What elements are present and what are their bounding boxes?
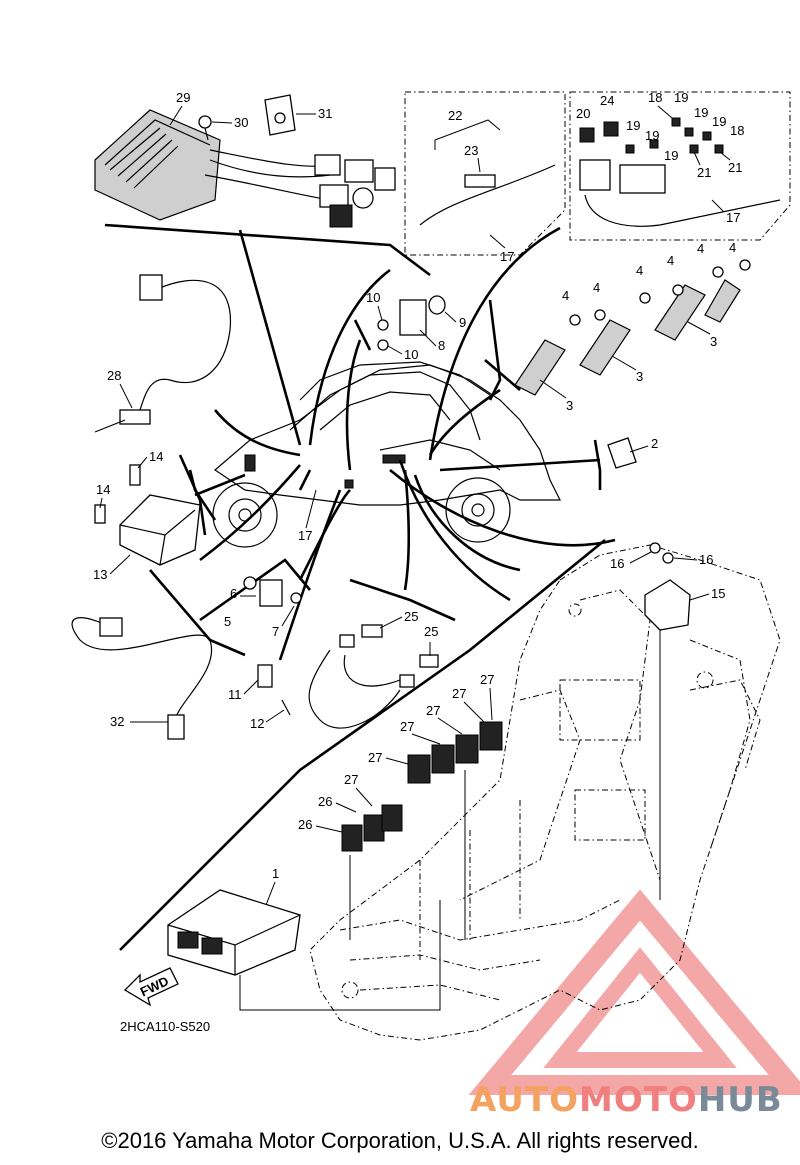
callout-27b: 27 [368,750,382,765]
callout-14b: 14 [96,482,110,497]
callout-4f: 4 [729,240,736,255]
brand-auto: AUTO [470,1080,579,1120]
callout-18a: 18 [648,90,662,105]
vehicle-outline [212,361,561,548]
callout-28: 28 [107,368,121,383]
callout-10b: 10 [404,347,418,362]
forward-arrow: FWD [123,967,179,1007]
callout-21a: 21 [697,165,711,180]
callout-27a: 27 [344,772,358,787]
part-30-bolt [198,115,212,141]
callout-8: 8 [438,338,445,353]
part-31-bracket [264,94,296,136]
callout-31: 31 [318,106,332,121]
callout-4d: 4 [667,253,674,268]
callout-17a: 17 [500,249,514,264]
copyright-notice: ©2016 Yamaha Motor Corporation, U.S.A. A… [101,1128,699,1153]
callout-11: 11 [228,687,242,702]
callout-25a: 25 [404,609,418,624]
watermark-logo [468,889,800,1095]
part-1-ecu [167,889,441,1011]
callout-6: 6 [230,586,237,601]
parts-3-injectors [514,259,751,396]
callout-27f: 27 [480,672,494,687]
parts-8-9-10-sensor [377,295,446,351]
part-15-relay [644,542,691,900]
callout-4a: 4 [562,288,569,303]
callout-12: 12 [250,716,264,731]
parts-26-27-relays [341,721,503,940]
callout-15: 15 [711,586,725,601]
callout-25b: 25 [424,624,438,639]
parts-18-21-terminals [419,117,781,227]
callout-3a: 3 [566,398,573,413]
part-2-sensor [607,437,637,469]
parts-5-6-7-sensor [243,576,302,607]
leader-wires [194,226,616,661]
callout-1: 1 [272,866,279,881]
callout-32: 32 [110,714,124,729]
callout-14a: 14 [149,449,163,464]
callout-22: 22 [448,108,462,123]
callout-24: 24 [600,93,614,108]
part-32-sensor [71,617,213,740]
callout-19a: 19 [674,90,688,105]
callout-27e: 27 [452,686,466,701]
callout-26a: 26 [318,794,332,809]
callout-4b: 4 [593,280,600,295]
frame-chassis [309,544,781,1041]
callout-13: 13 [93,567,107,582]
callout-4c: 4 [636,263,643,278]
watermark-brand: AUTOMOTOHUB [470,1080,783,1120]
diagram-code: 2HCA110-S520 [120,1019,210,1034]
callout-7: 7 [272,624,279,639]
callout-19f: 19 [664,148,678,163]
callout-3c: 3 [710,334,717,349]
callout-18b: 18 [730,123,744,138]
brand-hub: HUB [697,1080,783,1120]
callout-21b: 21 [728,160,742,175]
part-13-module [94,464,201,566]
callout-20: 20 [576,106,590,121]
part-28-sensor [94,274,232,433]
callout-10a: 10 [366,290,380,305]
part-29-control-unit [94,109,396,228]
callout-labels: 1 2 3 3 3 4 4 4 4 4 4 5 6 7 8 9 10 10 11… [93,90,744,906]
callout-29: 29 [176,90,190,105]
callout-23: 23 [464,143,478,158]
callout-2: 2 [651,436,658,451]
callout-17b: 17 [726,210,740,225]
callout-26b: 26 [298,817,312,832]
callout-27d: 27 [426,703,440,718]
parts-11-12-switch [257,664,291,716]
callout-19b: 19 [694,105,708,120]
callout-17c: 17 [298,528,312,543]
callout-9: 9 [459,315,466,330]
callout-19d: 19 [626,118,640,133]
callout-5: 5 [224,614,231,629]
harness-detail-boxes [404,91,791,256]
callout-3b: 3 [636,369,643,384]
callout-30: 30 [234,115,248,130]
callout-4e: 4 [697,241,704,256]
callout-19c: 19 [712,114,726,129]
brand-moto: MOTO [578,1080,698,1120]
callout-27c: 27 [400,719,414,734]
callout-16a: 16 [610,556,624,571]
callout-19e: 19 [645,128,659,143]
part-25-harness [308,624,439,729]
callout-16b: 16 [699,552,713,567]
